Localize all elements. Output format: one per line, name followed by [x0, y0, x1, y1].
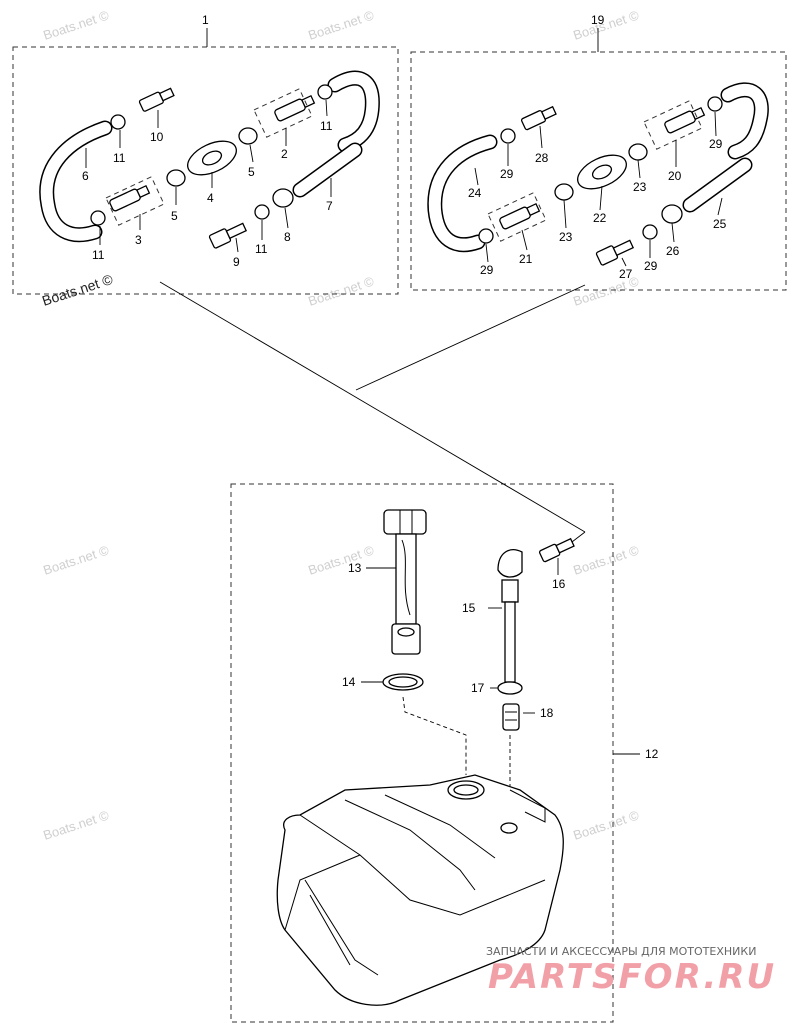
callout-20: 20: [668, 169, 682, 183]
callout-11: 11: [255, 242, 268, 256]
kit-19-parts: [427, 82, 769, 266]
callouts: 1 2 3 4 5 5 6 7 8 9 10 11 11 11 11 12 13…: [82, 13, 727, 761]
callout-26: 26: [666, 244, 680, 258]
partsfor-branding: ЗАПЧАСТИ И АКСЕССУАРЫ ДЛЯ МОТОТЕХНИКИ PA…: [486, 945, 776, 997]
watermark: Boats.net ©: [571, 7, 641, 42]
watermark: Boats.net ©: [571, 542, 641, 577]
callout-25: 25: [713, 217, 727, 231]
callout-12: 12: [645, 747, 659, 761]
callout-14: 14: [342, 675, 356, 689]
fuel-line-kit-1-box: [12, 46, 399, 295]
callout-5: 5: [171, 209, 178, 223]
watermark: Boats.net ©: [306, 7, 376, 42]
callout-10: 10: [150, 130, 164, 144]
callout-4: 4: [207, 191, 214, 205]
callout-29: 29: [480, 263, 494, 277]
callout-9: 9: [233, 255, 240, 269]
watermark: Boats.net ©: [41, 807, 111, 842]
callout-1: 1: [202, 13, 209, 27]
callout-18: 18: [540, 706, 554, 720]
fuel-tank-parts: [276, 509, 575, 1006]
callout-11: 11: [320, 119, 333, 133]
watermark: Boats.net ©: [571, 807, 641, 842]
connector-line: [355, 284, 586, 391]
brand-tagline: ЗАПЧАСТИ И АКСЕССУАРЫ ДЛЯ МОТОТЕХНИКИ: [486, 945, 756, 958]
brand-logo: PARTSFOR.RU: [488, 957, 776, 997]
fuel-line-kit-19-box: [410, 51, 787, 291]
callout-11: 11: [92, 248, 105, 262]
callout-11: 11: [113, 151, 126, 165]
watermark: Boats.net ©: [40, 271, 115, 309]
callout-3: 3: [135, 233, 142, 247]
callout-2: 2: [281, 147, 288, 161]
callout-15: 15: [462, 601, 476, 615]
connector-line: [159, 281, 586, 533]
callout-21: 21: [519, 252, 533, 266]
fuel-tank-assembly-box: [230, 483, 614, 1023]
callout-23: 23: [559, 230, 573, 244]
kit-1-parts: [39, 70, 380, 249]
callout-8: 8: [284, 230, 291, 244]
watermark: Boats.net ©: [41, 542, 111, 577]
callout-5: 5: [248, 165, 255, 179]
leader-lines: [85, 28, 723, 755]
watermark: Boats.net ©: [306, 273, 376, 308]
callout-17: 17: [471, 681, 485, 695]
callout-29: 29: [709, 137, 723, 151]
callout-29: 29: [500, 167, 514, 181]
callout-7: 7: [326, 199, 333, 213]
callout-27: 27: [619, 267, 633, 281]
callout-24: 24: [468, 186, 482, 200]
callout-23: 23: [633, 180, 647, 194]
watermark: Boats.net ©: [41, 7, 111, 42]
callout-28: 28: [535, 151, 549, 165]
watermark: Boats.net ©: [306, 542, 376, 577]
callout-16: 16: [552, 577, 566, 591]
callout-6: 6: [82, 169, 89, 183]
callout-19: 19: [591, 13, 605, 27]
callout-22: 22: [593, 211, 607, 225]
callout-13: 13: [348, 561, 362, 575]
callout-29: 29: [644, 259, 658, 273]
